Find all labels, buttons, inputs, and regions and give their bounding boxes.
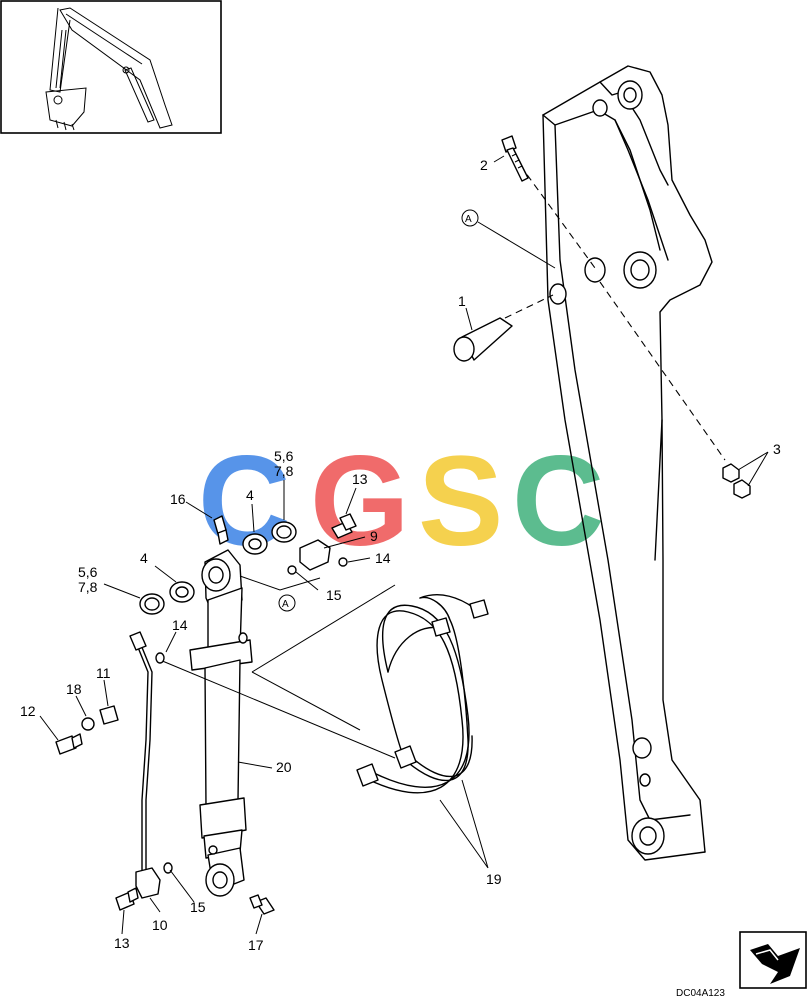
watermark-letter-3: S (418, 430, 503, 573)
excavator-locator-icon (0, 0, 222, 134)
callout-7-8-top: 7,8 (274, 463, 294, 479)
nut-part-3 (722, 463, 751, 499)
callout-4-top: 4 (246, 487, 254, 503)
callout-1: 1 (458, 293, 466, 309)
callout-3: 3 (773, 441, 781, 457)
callout-9: 9 (370, 528, 378, 544)
arm-assembly (542, 65, 713, 861)
callout-labels: 1 2 3 A A 16 4 5,6 7,8 13 9 14 15 4 5,6 … (20, 157, 781, 953)
callout-5-6-top: 5,6 (274, 448, 294, 464)
reference-link-line (159, 575, 396, 759)
callout-13-top: 13 (352, 471, 368, 487)
reference-a-bottom: A (278, 594, 296, 612)
callout-15-top: 15 (326, 587, 342, 603)
callout-15-bottom: 15 (190, 899, 206, 915)
callout-12: 12 (20, 703, 36, 719)
leader-lines (39, 155, 769, 935)
reference-a-top: A (461, 209, 479, 227)
callout-13-bottom: 13 (114, 935, 130, 951)
callout-14-left: 14 (172, 617, 188, 633)
upper-fittings (139, 513, 357, 615)
callout-11: 11 (96, 665, 111, 681)
bolt-part-2 (501, 135, 529, 182)
callout-18: 18 (66, 681, 82, 697)
callout-14-top: 14 (375, 550, 391, 566)
callout-10: 10 (152, 917, 168, 933)
pin-path-line (504, 294, 554, 319)
reference-a-top-text: A (465, 214, 472, 225)
callout-4-left: 4 (140, 550, 148, 566)
grease-line (55, 631, 275, 915)
callout-5-6-left: 5,6 (78, 564, 98, 580)
bolt-path-line (519, 164, 726, 461)
callout-7-8-left: 7,8 (78, 579, 98, 595)
callout-20: 20 (276, 759, 292, 775)
reference-a-bottom-text: A (282, 599, 289, 610)
watermark-letter-4: C (512, 430, 604, 573)
callout-17: 17 (248, 937, 264, 953)
hose-assembly-part-19 (356, 594, 489, 794)
hydraulic-cylinder-part-20 (189, 549, 253, 897)
callout-19: 19 (486, 871, 502, 887)
drawing-code: DC04A123 (676, 988, 725, 999)
next-page-arrow-icon[interactable] (739, 931, 807, 989)
pin-part-1 (453, 317, 513, 362)
callout-16: 16 (170, 491, 186, 507)
callout-2: 2 (480, 157, 488, 173)
